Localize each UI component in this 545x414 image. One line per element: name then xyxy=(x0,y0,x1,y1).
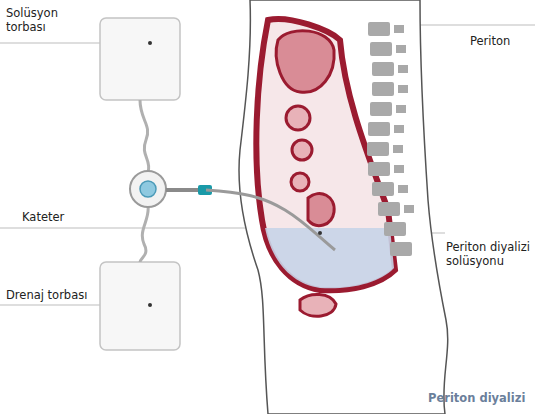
vertebra xyxy=(372,182,394,196)
vertebra-process xyxy=(398,65,408,73)
vertebra-process xyxy=(396,105,406,113)
leader-dot xyxy=(148,303,152,307)
organ xyxy=(292,140,312,160)
organ xyxy=(291,173,309,191)
leader-dot xyxy=(318,231,322,235)
spine xyxy=(367,22,414,256)
organs xyxy=(276,31,336,317)
connector xyxy=(130,171,166,207)
body-outline xyxy=(239,0,448,414)
tube xyxy=(140,206,148,262)
vertebra xyxy=(390,242,412,256)
callout-label: Solüsyon torbası xyxy=(6,6,76,34)
vertebra xyxy=(384,222,406,236)
dialysis-fluid xyxy=(265,228,394,288)
organ xyxy=(308,194,334,226)
peritoneum xyxy=(256,19,395,290)
organ xyxy=(300,294,336,316)
caption: Periton diyalizi xyxy=(428,391,525,405)
tube xyxy=(140,100,149,172)
vertebra xyxy=(368,122,390,136)
vertebra xyxy=(370,102,392,116)
vertebra xyxy=(378,202,400,216)
vertebra-process xyxy=(394,125,404,133)
organ xyxy=(276,31,334,93)
drain-bag xyxy=(100,262,180,350)
leader-dot xyxy=(148,41,152,45)
leader-dots xyxy=(148,41,322,307)
vertebra xyxy=(372,82,394,96)
vertebra xyxy=(372,62,394,76)
vertebra-process xyxy=(394,165,404,173)
vertebra-process xyxy=(404,205,414,213)
vertebra xyxy=(370,42,392,56)
callout-label: Periton diyalizi solüsyonu xyxy=(446,240,538,268)
vertebra-process xyxy=(398,85,408,93)
callout-label: Periton xyxy=(470,34,540,48)
catheter-tube xyxy=(206,190,335,250)
connector-core xyxy=(140,181,156,197)
callout-label: Drenaj torbası xyxy=(6,288,101,302)
solution-bag xyxy=(100,18,180,100)
vertebra xyxy=(367,142,389,156)
vertebra-process xyxy=(396,45,406,53)
vertebra-process xyxy=(394,25,404,33)
callout-label: Kateter xyxy=(22,210,92,224)
vertebra-process xyxy=(398,185,408,193)
vertebra-process xyxy=(393,145,403,153)
vertebra xyxy=(368,22,390,36)
vertebra xyxy=(368,162,390,176)
organ xyxy=(286,106,310,130)
